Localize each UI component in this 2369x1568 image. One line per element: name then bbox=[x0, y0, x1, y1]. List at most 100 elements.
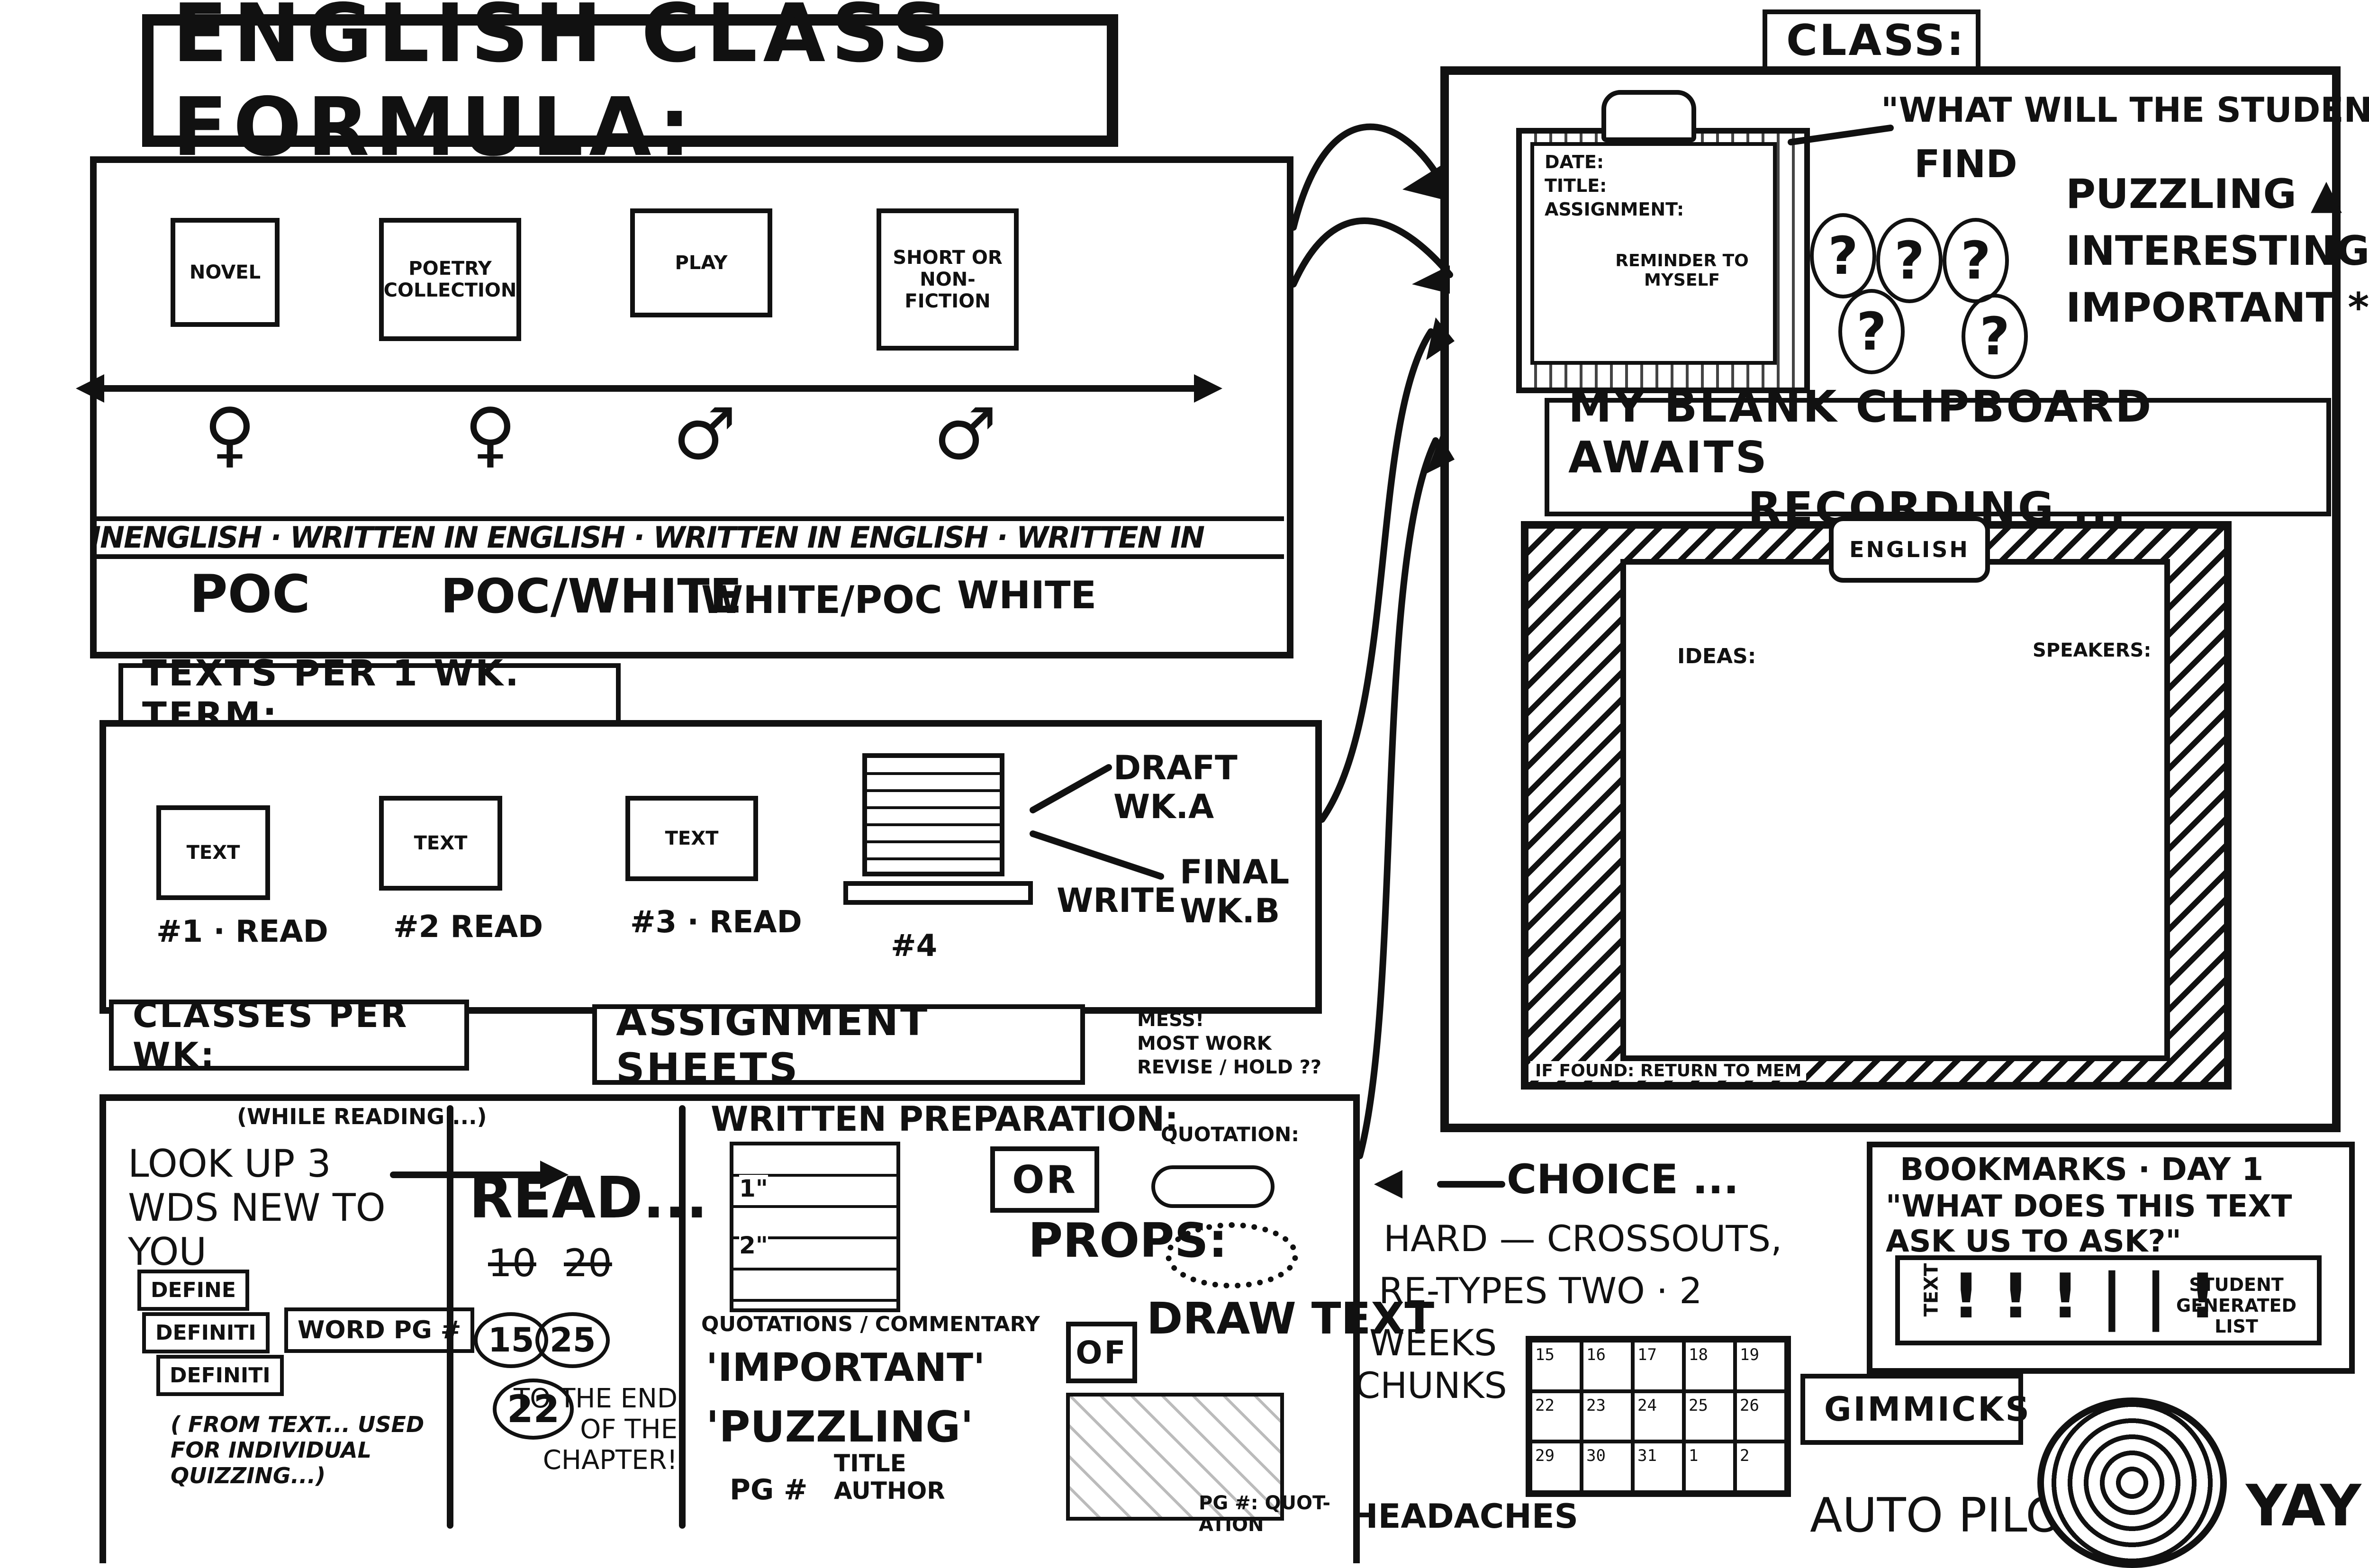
author-white: WHITE bbox=[957, 573, 1097, 617]
cal-cell: 23 bbox=[1582, 1391, 1633, 1442]
prep-item-2: 2" bbox=[739, 1232, 768, 1259]
headaches-label: HEADACHES bbox=[1350, 1497, 1579, 1536]
clipboard-top-clip bbox=[1601, 90, 1696, 142]
read-new-2: 25 bbox=[535, 1312, 610, 1368]
book-novel: NOVEL bbox=[171, 218, 280, 327]
assignment-note-2: MOST WORK bbox=[1137, 1033, 1272, 1054]
author-poc: POC bbox=[190, 564, 310, 624]
question-bubble-5: ? bbox=[1962, 294, 2028, 379]
ideas-label: IDEAS: bbox=[1677, 644, 1756, 668]
write-label: WRITE bbox=[1057, 881, 1176, 920]
text-book-2: TEXT bbox=[379, 796, 502, 891]
clipboard-date: DATE: bbox=[1545, 152, 1604, 172]
bookmarks-marks: ! ! ! | | ! bbox=[1952, 1260, 2217, 1332]
glasses-icon bbox=[1151, 1165, 1275, 1208]
quality-interesting: INTERESTING!! bbox=[2066, 227, 2369, 275]
written-in-english-strip: INENGLISH · WRITTEN IN ENGLISH · WRITTEN… bbox=[90, 516, 1284, 559]
quality-important: IMPORTANT * bbox=[2066, 284, 2369, 332]
clipboard-title: TITLE: bbox=[1545, 175, 1607, 196]
read-new-1: 15 bbox=[474, 1312, 549, 1368]
book-play: PLAY bbox=[630, 208, 772, 317]
text-caption-1: #1 · READ bbox=[156, 914, 328, 949]
prep-sheet bbox=[730, 1142, 900, 1312]
male-symbol-1: ♂ bbox=[673, 393, 737, 476]
question-line-1: "WHAT WILL THE STUDENTS bbox=[1881, 90, 2369, 130]
male-symbol-2: ♂ bbox=[933, 393, 997, 476]
choice-label: CHOICE ... bbox=[1507, 1156, 1739, 1203]
clipboard-top-paper bbox=[1530, 142, 1777, 365]
word-card: WORD PG # bbox=[284, 1307, 475, 1353]
read-old-1: 10 bbox=[488, 1241, 536, 1285]
text-book-3: TEXT bbox=[625, 796, 758, 881]
puzzling-label: 'PUZZLING' bbox=[706, 1402, 974, 1452]
question-line-2: FIND bbox=[1914, 142, 2017, 186]
laptop-icon bbox=[862, 753, 1004, 876]
calendar: 15 16 17 18 19 22 23 24 25 26 29 30 31 1… bbox=[1526, 1336, 1791, 1497]
cal-cell: 24 bbox=[1633, 1391, 1684, 1442]
question-bubble-4: ? bbox=[1838, 289, 1905, 374]
clipboard-footer: IF FOUND: RETURN TO MEM bbox=[1530, 1061, 1807, 1081]
read-note: TO THE END OF THE CHAPTER! bbox=[514, 1383, 678, 1476]
lookup-note: (WHILE READING ...) bbox=[237, 1104, 487, 1129]
gimmicks-label: GIMMICKS bbox=[1800, 1374, 2029, 1445]
question-bubble-2: ? bbox=[1876, 218, 1943, 303]
read-last: 22 bbox=[493, 1379, 574, 1440]
text-types-panel bbox=[90, 156, 1293, 658]
drawing-sheet bbox=[1066, 1393, 1284, 1521]
cal-cell: 26 bbox=[1735, 1391, 1786, 1442]
draw-text-label: DRAW TEXT bbox=[1147, 1293, 1435, 1344]
blank-clipboard-banner: MY BLANK CLIPBOARD AWAITS RECORDING ... bbox=[1545, 381, 2331, 533]
bookmarks-strip bbox=[1895, 1255, 2322, 1345]
title-author-label: TITLE AUTHOR bbox=[834, 1450, 945, 1505]
pg-label: PG # bbox=[730, 1473, 808, 1506]
author-white-poc: WHITE/POC bbox=[701, 578, 942, 622]
choice-line-2: RE-TYPES TWO · 2 bbox=[1379, 1270, 1702, 1312]
cal-cell: 25 bbox=[1684, 1391, 1735, 1442]
cal-cell: 17 bbox=[1633, 1341, 1684, 1391]
final-label: FINAL WK.B bbox=[1180, 853, 1290, 930]
prep-item-1: 1" bbox=[739, 1175, 768, 1202]
cal-cell: 16 bbox=[1582, 1341, 1633, 1391]
laptop-caption: #4 bbox=[891, 928, 938, 964]
book-short: SHORT OR NON-FICTION bbox=[877, 208, 1019, 351]
quotations-label: QUOTATIONS / COMMENTARY bbox=[701, 1312, 1040, 1336]
female-symbol-1: ♀ bbox=[204, 393, 256, 476]
bookmarks-question: "WHAT DOES THIS TEXT ASK US TO ASK?" bbox=[1886, 1189, 2292, 1259]
quotation-label: QUOTATION: bbox=[1161, 1123, 1300, 1146]
draft-label: DRAFT WK.A bbox=[1113, 748, 1238, 826]
bookmarks-label: BOOKMARKS · DAY 1 bbox=[1900, 1151, 2264, 1188]
book-poetry: POETRY COLLECTION bbox=[379, 218, 521, 341]
text-caption-3: #3 · READ bbox=[630, 905, 802, 940]
laptop-keyboard bbox=[843, 881, 1033, 905]
read-old-2: 20 bbox=[564, 1241, 612, 1285]
define-card-1: DEFINE bbox=[137, 1270, 249, 1311]
quality-puzzling: PUZZLING ▲ bbox=[2066, 171, 2342, 218]
assignment-sheets-label: ASSIGNMENT SHEETS bbox=[592, 998, 1085, 1091]
important-label: 'IMPORTANT' bbox=[706, 1345, 986, 1390]
from-text-note: ( FROM TEXT... USED FOR INDIVIDUAL QUIZZ… bbox=[171, 1412, 425, 1488]
bookmarks-note: STUDENT GENERATED LIST bbox=[2176, 1274, 2297, 1337]
classes-per-wk-label: CLASSES PER WK: bbox=[109, 995, 469, 1075]
choice-line-3: WEEKS bbox=[1369, 1322, 1497, 1364]
question-bubble-1: ? bbox=[1810, 213, 1876, 298]
cal-cell: 18 bbox=[1684, 1341, 1735, 1391]
choice-line-1: HARD — CROSSOUTS, bbox=[1383, 1217, 1782, 1260]
cal-cell: 31 bbox=[1633, 1442, 1684, 1492]
lookup-main: LOOK UP 3 WDS NEW TO YOU bbox=[128, 1142, 386, 1274]
clipboard-assignment: ASSIGNMENT: bbox=[1545, 199, 1684, 220]
of-box: OF bbox=[1066, 1322, 1137, 1383]
define-card-2: DEFINITI bbox=[142, 1312, 270, 1353]
cal-cell: 19 bbox=[1735, 1341, 1786, 1391]
text-book-1: TEXT bbox=[156, 805, 270, 900]
author-poc-white: POC/WHITE bbox=[441, 568, 742, 624]
pg-quotation-label: PG #: QUOT- ATION bbox=[1199, 1492, 1331, 1536]
yay-label: YAY!! bbox=[2246, 1473, 2369, 1539]
assignment-note-3: REVISE / HOLD ?? bbox=[1137, 1056, 1322, 1078]
cal-cell: 29 bbox=[1530, 1442, 1582, 1492]
text-caption-2: #2 READ bbox=[393, 910, 543, 945]
cal-cell: 1 bbox=[1684, 1442, 1735, 1492]
cal-cell: 30 bbox=[1582, 1442, 1633, 1492]
choice-line-4: CHUNKS bbox=[1355, 1364, 1507, 1406]
cal-cell: 15 bbox=[1530, 1341, 1582, 1391]
speakers-label: SPEAKERS: bbox=[2033, 640, 2152, 661]
